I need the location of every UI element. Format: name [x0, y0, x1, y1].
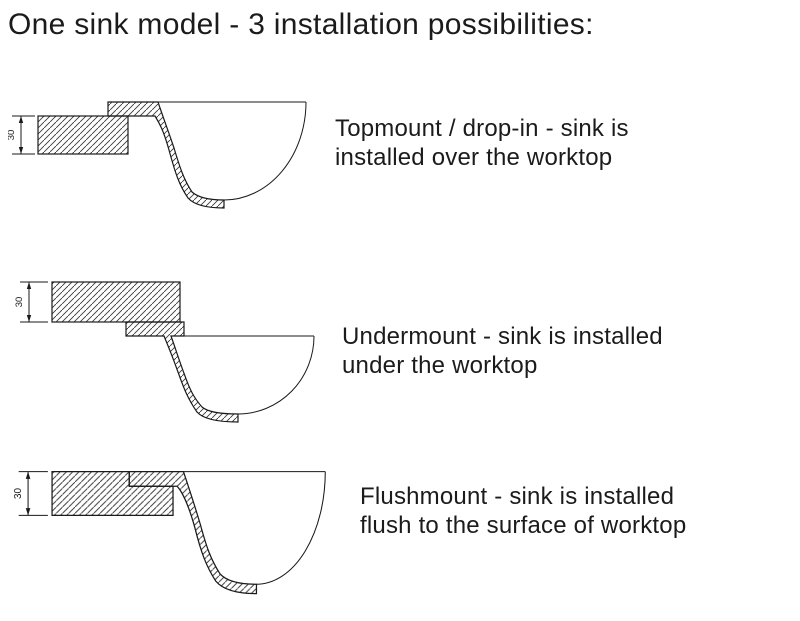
dimension-arrow-down-icon	[25, 508, 31, 516]
dimension-arrow-down-icon	[26, 315, 32, 322]
undermount-drawing-svg: 30	[14, 281, 315, 423]
dimension-30: 30	[14, 281, 48, 323]
sink-bowl-arc	[223, 101, 307, 201]
dimension-arrow-down-icon	[18, 147, 24, 154]
dimension-label: 30	[8, 130, 17, 141]
dimension-label: 30	[13, 488, 24, 500]
sink-bowl-arc	[237, 335, 315, 415]
dimension-arrow-up-icon	[25, 471, 31, 479]
sink-bowl-arc	[256, 471, 326, 585]
undermount-section-drawing: 30	[14, 268, 334, 428]
worktop-cross-section	[37, 115, 129, 155]
dimension-30: 30	[8, 115, 35, 155]
dimension-30: 30	[13, 471, 48, 516]
dimension-arrow-up-icon	[26, 282, 32, 289]
topmount-section-drawing: 30	[8, 86, 328, 221]
worktop-cross-section	[51, 281, 181, 323]
dimension-label: 30	[14, 297, 25, 308]
undermount-caption: Undermount - sink is installed under the…	[342, 323, 663, 379]
topmount-caption: Topmount / drop-in - sink is installed o…	[335, 115, 629, 171]
sink-wall-cross-section	[107, 101, 225, 209]
flushmount-drawing-svg: 30	[13, 470, 326, 595]
dimension-arrow-up-icon	[18, 116, 24, 123]
flushmount-section-drawing: 30	[12, 457, 357, 603]
page-title: One sink model - 3 installation possibil…	[8, 8, 594, 41]
sink-wall-cross-section	[125, 321, 239, 423]
sink-wall-cross-section	[128, 470, 258, 595]
flushmount-caption: Flushmount - sink is installed flush to …	[360, 483, 687, 539]
topmount-drawing-svg: 30	[8, 101, 307, 209]
